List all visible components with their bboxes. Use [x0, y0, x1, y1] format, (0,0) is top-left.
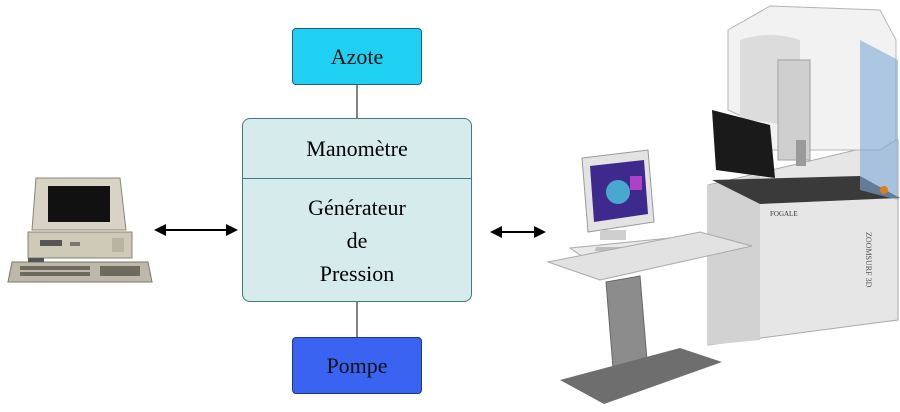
- generator-section: Générateur de Pression: [243, 179, 471, 301]
- generator-line-1: Générateur: [308, 194, 406, 220]
- profilometer-workstation-icon: ZOOMSURF 3D FOGALE: [546, 5, 900, 404]
- svg-text:ZOOMSURF 3D: ZOOMSURF 3D: [864, 232, 873, 288]
- azote-box: Azote: [292, 28, 422, 85]
- azote-label: Azote: [330, 43, 384, 69]
- generator-line-3: Pression: [319, 260, 395, 286]
- desktop-computer-icon: [7, 177, 153, 283]
- pompe-box: Pompe: [292, 337, 422, 394]
- pompe-label: Pompe: [326, 352, 388, 378]
- manometre-label: Manomètre: [306, 135, 408, 161]
- svg-text:FOGALE: FOGALE: [770, 210, 798, 218]
- right-double-arrow: [490, 226, 546, 238]
- left-double-arrow: [154, 224, 238, 236]
- pressure-generator-box: Manomètre Générateur de Pression: [242, 118, 472, 302]
- generator-line-2: de: [346, 227, 368, 253]
- manometre-section: Manomètre: [243, 119, 471, 179]
